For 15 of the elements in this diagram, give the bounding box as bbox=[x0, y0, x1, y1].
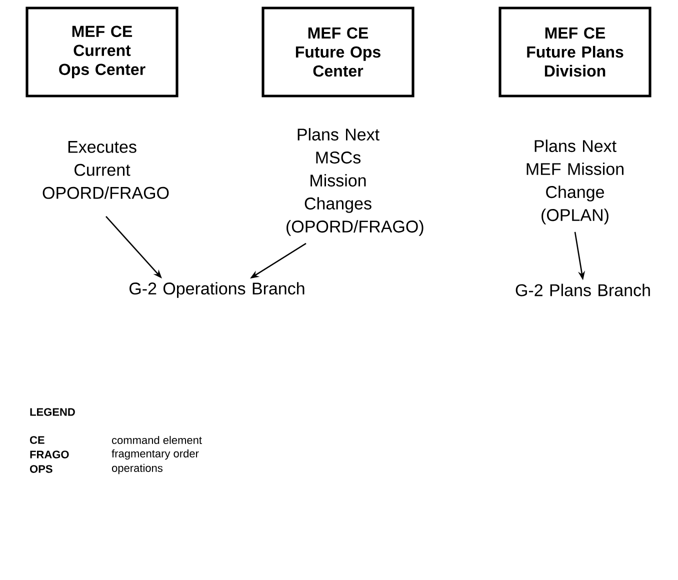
branch-label: G-2 Operations Branch bbox=[130, 282, 304, 298]
legend-definition: operations bbox=[112, 464, 162, 474]
legend-definition: fragmentary order bbox=[112, 449, 199, 460]
legend-term: FRAGO bbox=[30, 450, 69, 458]
task-text: Executes Current OPORD/FRAGO bbox=[42, 141, 169, 199]
legend-term: OPS bbox=[30, 465, 52, 473]
legend-term: CE bbox=[30, 436, 44, 444]
legend-heading: LEGEND bbox=[30, 408, 75, 416]
branch-label: G-2 Plans Branch bbox=[516, 284, 650, 296]
legend-definition: command element bbox=[112, 436, 202, 444]
task-text: Plans Next MSCs Mission Changes (OPORD/FRAGO) bbox=[286, 128, 424, 236]
title-box: MEF CE Current Ops Center bbox=[26, 6, 178, 98]
title-box: MEF CE Future Ops Center bbox=[262, 6, 414, 98]
task-text: Plans Next MEF Mission Change (OPLAN) bbox=[526, 140, 624, 224]
title-box: MEF CE Future Plans Division bbox=[498, 6, 652, 98]
